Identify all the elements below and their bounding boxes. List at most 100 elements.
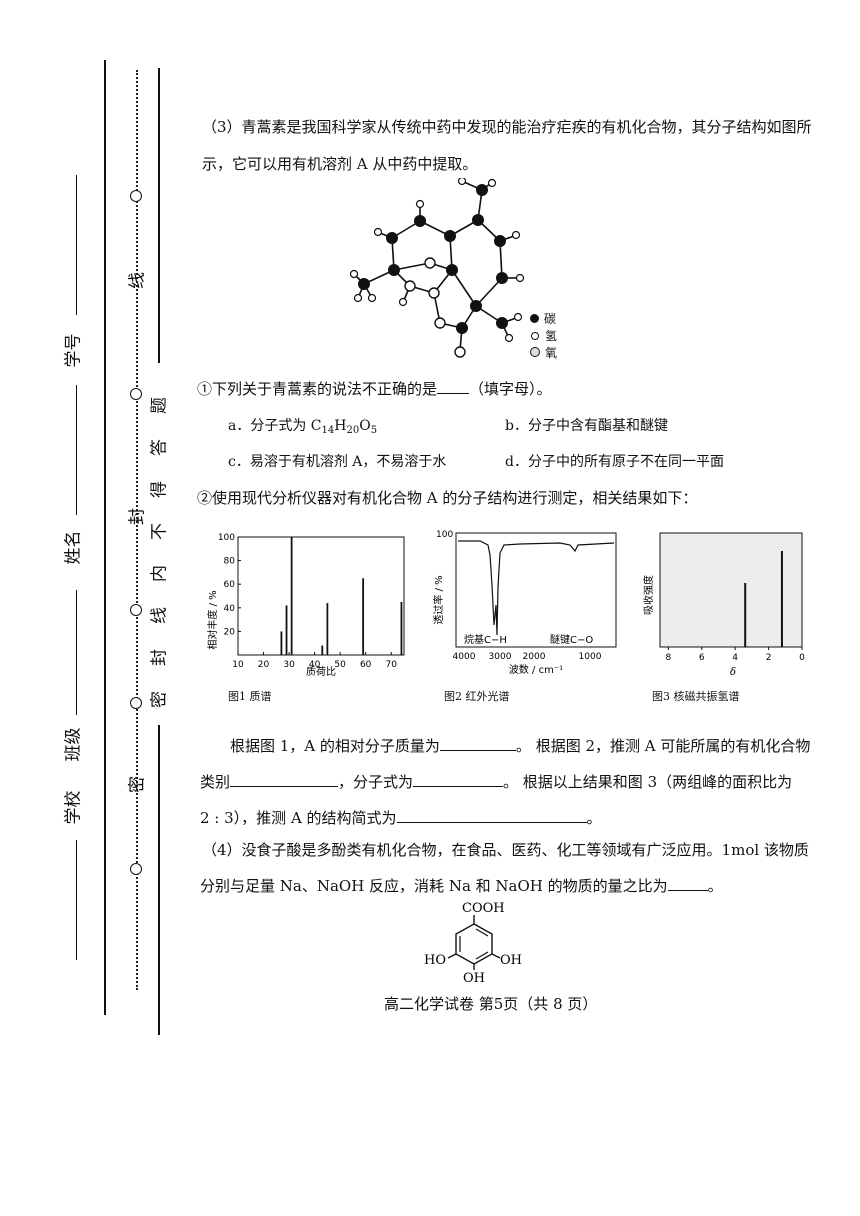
class-field[interactable] <box>76 590 77 715</box>
chart1-xlabel: 质荷比 <box>306 666 336 678</box>
chart3-xlabel: δ <box>730 667 736 678</box>
chart2-annotation-co: 醚键C−O <box>550 633 593 646</box>
chart2-spectrum-line <box>458 540 615 636</box>
option-d: d．分子中的所有原子不在同一平面 <box>505 454 724 470</box>
figure3-caption: 图3 核磁共振氢谱 <box>652 690 740 703</box>
warning-char: 内 <box>149 565 170 582</box>
warning-char: 题 <box>149 397 170 414</box>
id-field[interactable] <box>76 175 77 315</box>
warning-char: 密 <box>149 691 170 708</box>
answer-blank[interactable] <box>437 379 470 394</box>
seal-label-closed: 密 <box>127 776 148 793</box>
chart1-xtick-label: 10 <box>232 660 244 670</box>
oh-right-label: OH <box>500 953 522 968</box>
nmr-spectrum-chart: 吸收强度 8 6 4 2 0 δ <box>642 532 805 678</box>
chart2-xtick-label: 3000 <box>489 652 512 662</box>
class-blank[interactable] <box>230 772 339 787</box>
chart1-plot-frame <box>237 536 405 656</box>
option-b: b．分子中含有酯基和醚键 <box>505 418 668 434</box>
q3-sub2: ②使用现代分析仪器对有机化合物 A 的分子结构进行测定，相关结果如下： <box>197 489 698 507</box>
chart3-ylabel: 吸收强度 <box>642 575 655 615</box>
option-c: c．易溶于有机溶剂 A，不易溶于水 <box>228 454 447 470</box>
binding-hole <box>130 604 142 616</box>
q3-answer-line3: 2 : 3），推测 A 的结构简式为。 <box>200 808 602 827</box>
figure2-caption: 图2 红外光谱 <box>444 690 510 703</box>
chart3-xtick-label: 8 <box>665 653 671 663</box>
chart2-xtick-label: 2000 <box>523 652 546 662</box>
seal-label-seal: 封 <box>127 508 148 525</box>
molar-mass-blank[interactable] <box>439 736 516 751</box>
oh-bottom-label: OH <box>463 971 485 986</box>
chart2-xlabel: 波数 / cm⁻¹ <box>509 663 563 676</box>
binding-hole <box>130 388 142 400</box>
chart3-xtick-label: 6 <box>699 653 705 663</box>
chart2-ylabel: 透过率 / % <box>432 575 445 624</box>
binding-outer-line <box>104 60 106 1015</box>
name-label: 姓名 <box>63 530 84 565</box>
warning-char: 答 <box>149 439 170 456</box>
binding-hole <box>130 863 142 875</box>
chart3-xtick-label: 4 <box>732 653 738 663</box>
q3-answer-line2: 类别，分子式为。 根据以上结果和图 3（两组峰的面积比为 <box>200 772 793 791</box>
q3-intro-line1: （3）青蒿素是我国科学家从传统中药中发现的能治疗疟疾的有机化合物，其分子结构如图… <box>202 118 812 136</box>
carbon-dot-icon <box>530 314 539 323</box>
chart3-plot-frame <box>659 532 803 648</box>
chart1-ylabel: 相对丰度 / % <box>206 590 219 649</box>
mass-spectrum-chart: 相对丰度 / % 20 40 60 80 100 10 20 30 40 50 60 70 质荷比 <box>206 533 405 678</box>
ratio-blank[interactable] <box>667 876 708 891</box>
q4-line2: 分别与足量 Na、NaOH 反应，消耗 Na 和 NaOH 的物质的量之比为。 <box>200 876 723 895</box>
school-label: 学校 <box>63 790 84 825</box>
chart1-ytick-label: 80 <box>224 557 236 567</box>
q3-intro-line2: 示，它可以用有机溶剂 A 从中药中提取。 <box>202 155 478 173</box>
chart2-annotation-ch: 烷基C−H <box>464 633 507 646</box>
chart1-xtick-label: 30 <box>283 660 295 670</box>
ir-spectrum-chart: 透过率 / % 100 烷基C−H 醚键C−O 4000 3000 2000 1000… <box>432 530 617 676</box>
id-label: 学号 <box>63 333 84 368</box>
q4-line1: （4）没食子酸是多酚类有机化合物，在食品、医药、化工等领域有广泛应用。1mol … <box>202 841 809 859</box>
q3-sub1: ①下列关于青蒿素的说法不正确的是（填字母）。 <box>197 379 552 398</box>
binding-dotted-line <box>136 70 138 990</box>
hydrogen-dot-icon <box>531 332 539 340</box>
chart2-ytick-top: 100 <box>436 530 453 540</box>
q3-answer-line1: 根据图 1，A 的相对分子质量为。 根据图 2，推测 A 可能所属的有机化合物 <box>230 736 811 755</box>
binding-inner-line-bottom <box>158 725 160 1035</box>
legend-carbon: 碳 <box>530 310 556 327</box>
gallic-acid-structure: COOH HO OH OH <box>424 901 522 986</box>
cooh-label: COOH <box>462 901 505 916</box>
binding-hole <box>130 190 142 202</box>
chart1-xtick-label: 60 <box>360 660 372 670</box>
chart1-xtick-label: 40 <box>309 660 321 670</box>
warning-char: 封 <box>149 649 170 666</box>
school-field[interactable] <box>76 840 77 960</box>
page-footer: 高二化学试卷 第5页（共 8 页） <box>384 995 598 1013</box>
option-a: a．分子式为 C14H20O5 <box>228 418 378 436</box>
chart1-ytick-label: 60 <box>224 580 236 590</box>
binding-hole <box>130 697 142 709</box>
chart1-ytick-label: 40 <box>224 604 236 614</box>
warning-char: 线 <box>149 607 170 624</box>
legend-hydrogen: 氢 <box>530 327 557 344</box>
ho-left-label: HO <box>424 953 446 968</box>
chart1-xtick-label: 20 <box>258 660 270 670</box>
chart2-xtick-label: 4000 <box>453 652 476 662</box>
chart2-plot-frame <box>455 532 617 648</box>
binding-inner-line <box>158 68 160 363</box>
class-label: 班级 <box>63 727 84 762</box>
structure-blank[interactable] <box>396 808 587 823</box>
oxygen-dot-icon <box>530 347 540 357</box>
chart2-xtick-label: 1000 <box>579 652 602 662</box>
figure1-caption: 图1 质谱 <box>228 690 272 703</box>
formula-blank[interactable] <box>413 772 504 787</box>
chart1-xtick-label: 70 <box>386 660 398 670</box>
chart3-xtick-label: 2 <box>766 653 772 663</box>
chart1-ytick-label: 100 <box>218 533 235 543</box>
chart3-xtick-label: 0 <box>799 653 805 663</box>
chart1-xtick-label: 50 <box>334 660 346 670</box>
name-field[interactable] <box>76 385 77 515</box>
legend-oxygen: 氧 <box>530 344 557 361</box>
seal-label-line: 线 <box>127 272 148 289</box>
warning-char: 得 <box>149 481 170 498</box>
chart1-ytick-label: 20 <box>224 627 236 637</box>
artemisinin-structure <box>349 178 525 358</box>
warning-char: 不 <box>149 523 170 540</box>
